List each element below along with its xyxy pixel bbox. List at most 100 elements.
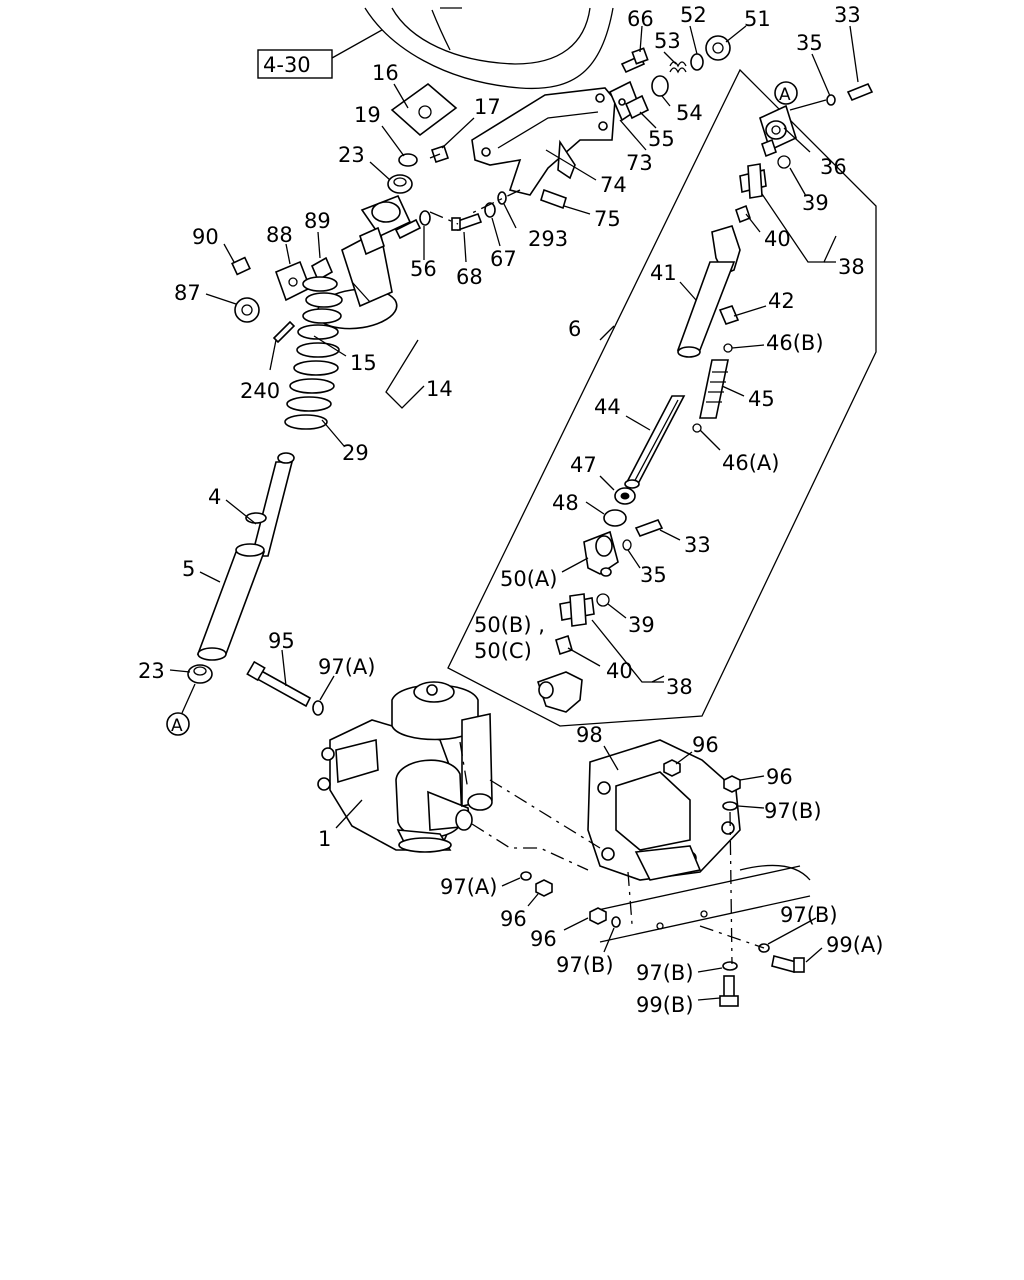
column-shaft-4 — [245, 452, 295, 557]
steering-gear-1 — [317, 681, 493, 853]
label-53: 53 — [654, 29, 681, 53]
label-96-a: 96 — [692, 733, 719, 757]
label-47: 47 — [570, 453, 597, 477]
bushing-48 — [603, 509, 627, 527]
bolt-90 — [231, 256, 251, 276]
label-75: 75 — [594, 207, 621, 231]
column-bracket — [471, 80, 641, 196]
label-19: 19 — [354, 103, 381, 127]
label-38-top: 38 — [838, 255, 865, 279]
label-54: 54 — [676, 101, 703, 125]
bolt-33-bottom — [634, 519, 664, 537]
washer-67 — [484, 202, 496, 218]
label-6: 6 — [568, 317, 581, 341]
label-36: 36 — [820, 155, 847, 179]
label-39-bottom: 39 — [628, 613, 655, 637]
label-96-b: 96 — [766, 765, 793, 789]
washer-35-top — [826, 94, 836, 106]
yoke-50a — [583, 530, 619, 577]
frame-bracket-98 — [587, 739, 741, 881]
label-90: 90 — [192, 225, 219, 249]
label-293: 293 — [528, 227, 568, 251]
label-17: 17 — [474, 95, 501, 119]
label-97b-2: 97(B) — [780, 903, 838, 927]
clip-16 — [390, 82, 458, 137]
label-97b-1: 97(B) — [764, 799, 822, 823]
yoke-50bc — [536, 671, 583, 713]
nut-96d — [589, 907, 607, 925]
label-55: 55 — [648, 127, 675, 151]
label-73: 73 — [626, 151, 653, 175]
label-44: 44 — [594, 395, 621, 419]
label-35-top: 35 — [796, 31, 823, 55]
label-66: 66 — [627, 7, 654, 31]
label-46a: 46(A) — [722, 451, 779, 475]
label-41: 41 — [650, 261, 677, 285]
spider-38-top — [739, 163, 767, 199]
label-29: 29 — [342, 441, 369, 465]
washer-293 — [497, 191, 507, 205]
label-68: 68 — [456, 265, 483, 289]
seal-47 — [614, 487, 636, 505]
label-67: 67 — [490, 247, 517, 271]
callout-a-top-label: A — [779, 85, 791, 105]
bolt-99b — [719, 975, 739, 1007]
label-15: 15 — [350, 351, 377, 375]
label-240: 240 — [240, 379, 280, 403]
washer-56 — [419, 210, 431, 226]
label-4: 4 — [208, 485, 221, 509]
center-lines — [429, 189, 765, 965]
spring-53 — [669, 61, 687, 74]
label-38-bottom: 38 — [666, 675, 693, 699]
label-48: 48 — [552, 491, 579, 515]
ring-46a — [692, 423, 702, 433]
label-16: 16 — [372, 61, 399, 85]
bolt-33-top — [846, 82, 874, 102]
bushing-54 — [651, 75, 669, 97]
label-96-c: 96 — [500, 907, 527, 931]
bolt-99a — [771, 955, 805, 973]
label-51: 51 — [744, 7, 771, 31]
label-14: 14 — [426, 377, 453, 401]
bolt-95 — [246, 660, 312, 708]
reference-box: 4-30 — [257, 29, 383, 79]
nut-96b — [723, 775, 741, 793]
bushing-23-bottom — [187, 664, 213, 684]
label-99a: 99(A) — [826, 933, 883, 957]
screw-240 — [272, 320, 296, 344]
label-87: 87 — [174, 281, 201, 305]
label-97b-4: 97(B) — [636, 961, 694, 985]
label-40-top: 40 — [764, 227, 791, 251]
label-88: 88 — [266, 223, 293, 247]
knob-51 — [705, 35, 731, 61]
label-33-top: 33 — [834, 3, 861, 27]
label-33-bottom: 33 — [684, 533, 711, 557]
steering-wheel — [364, 7, 614, 90]
boot-45 — [699, 359, 729, 419]
bolt-66 — [620, 47, 649, 74]
washer-97a-bottom — [520, 871, 532, 881]
label-1: 1 — [318, 827, 331, 851]
screw-17 — [429, 144, 450, 164]
column-tube-5 — [196, 543, 266, 661]
shaft-assembly-6-outline — [447, 68, 877, 727]
callout-a-bottom-label: A — [171, 716, 183, 736]
label-42: 42 — [768, 289, 795, 313]
grease-40-top — [735, 204, 751, 224]
label-74: 74 — [600, 173, 627, 197]
reference-box-label: 4-30 — [263, 53, 311, 77]
label-5: 5 — [182, 557, 195, 581]
label-56: 56 — [410, 257, 437, 281]
part-labels: 66 52 51 33 53 35 16 17 19 54 55 73 23 7… — [138, 3, 883, 1017]
washer-97a-top — [312, 700, 324, 716]
knob-87 — [234, 297, 260, 323]
callout-a-top: A — [774, 81, 798, 105]
label-98: 98 — [576, 723, 603, 747]
label-45: 45 — [748, 387, 775, 411]
label-40-bottom: 40 — [606, 659, 633, 683]
label-23-top: 23 — [338, 143, 365, 167]
snap-ring-39-bottom — [596, 593, 610, 607]
grease-40-bottom — [555, 634, 573, 656]
label-39-top: 39 — [802, 191, 829, 215]
